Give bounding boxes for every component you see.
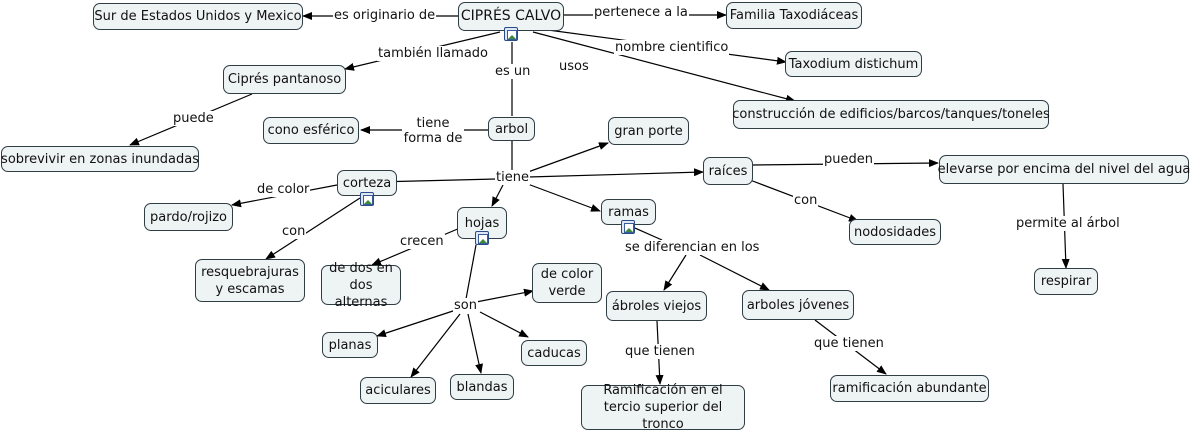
- image-attachment-icon[interactable]: [475, 231, 489, 245]
- label-tambien-llamado: también llamado: [377, 46, 489, 61]
- image-attachment-icon[interactable]: [360, 192, 374, 206]
- node-aciculares[interactable]: aciculares: [360, 377, 436, 404]
- label-tiene-forma-de: tiene forma de: [402, 116, 464, 146]
- edge-tiene-raices: [527, 168, 704, 178]
- label-son: son: [453, 298, 478, 313]
- node-abroles-viejos[interactable]: ábroles viejos: [606, 291, 707, 321]
- edge-corteza-resq: [265, 197, 361, 260]
- node-taxodium[interactable]: Taxodium distichum: [785, 51, 922, 77]
- edge-tiene-hojas: [491, 184, 504, 207]
- node-raices[interactable]: raíces: [703, 157, 753, 185]
- label-con-corteza: con: [281, 224, 307, 239]
- edge-cipres-construccion: [532, 31, 796, 103]
- node-ramas[interactable]: ramas: [601, 199, 656, 225]
- edge-sediferencian-viejos: [663, 254, 687, 291]
- label-pertenece-a-la: pertenece a la: [593, 5, 689, 20]
- label-con-raices: con: [793, 193, 819, 208]
- node-sobrevivir[interactable]: sobrevivir en zonas inundadas: [1, 146, 199, 172]
- node-respirar[interactable]: respirar: [1034, 268, 1098, 295]
- edge-son-blandas: [467, 313, 483, 374]
- edge-sediferencian-jovenes: [699, 254, 770, 291]
- node-caducas[interactable]: caducas: [521, 340, 587, 366]
- node-elevarse[interactable]: elevarse por encima del nivel del agua: [938, 155, 1190, 184]
- label-puede: puede: [172, 111, 215, 126]
- edge-hojas-son: [465, 244, 477, 300]
- label-tiene: tiene: [495, 170, 530, 185]
- node-cipres-calvo[interactable]: CIPRÉS CALVO: [458, 2, 564, 31]
- image-attachment-icon[interactable]: [621, 220, 635, 234]
- node-planas[interactable]: planas: [322, 332, 378, 358]
- label-nombre-cientifico: nombre cientifico: [614, 40, 730, 55]
- label-usos: usos: [558, 59, 590, 74]
- edge-son-caducas: [479, 311, 529, 338]
- label-que-tienen-2: que tienen: [813, 336, 885, 351]
- node-dos-en-dos[interactable]: de dos en dos alternas: [321, 261, 401, 310]
- node-cono[interactable]: cono esférico: [263, 117, 359, 144]
- image-attachment-icon[interactable]: [504, 27, 518, 41]
- node-blandas[interactable]: blandas: [450, 374, 514, 400]
- node-ramificacion-tercio[interactable]: Ramificación en el tercio superior del t…: [581, 383, 745, 432]
- node-arboles-jovenes[interactable]: arboles jóvenes: [742, 290, 854, 320]
- node-familia[interactable]: Familia Taxodiáceas: [726, 2, 862, 29]
- label-pueden: pueden: [823, 152, 874, 167]
- node-arbol[interactable]: arbol: [488, 117, 535, 141]
- node-sur-eeuu[interactable]: Sur de Estados Unidos y Mexico: [93, 3, 303, 30]
- label-se-diferencian: se diferencian en los: [624, 240, 761, 255]
- label-es-originario-de: es originario de: [333, 8, 437, 23]
- node-ramificacion-abundante[interactable]: ramificación abundante: [830, 375, 989, 402]
- edge-son-planas: [376, 309, 457, 337]
- node-nodosidades[interactable]: nodosidades: [849, 219, 941, 245]
- node-color-verde[interactable]: de color verde: [532, 263, 602, 303]
- node-gran-porte[interactable]: gran porte: [608, 117, 689, 145]
- edge-tiene-granporte: [527, 142, 609, 173]
- node-pardo[interactable]: pardo/rojizo: [144, 203, 233, 231]
- label-es-un: es un: [494, 64, 532, 79]
- edge-tiene-ramas: [524, 182, 601, 212]
- edge-son-verde: [475, 288, 534, 303]
- node-cipres-pantanoso[interactable]: Ciprés pantanoso: [223, 65, 346, 94]
- label-crecen: crecen: [399, 234, 445, 249]
- node-construccion[interactable]: construcción de edificios/barcos/tanques…: [732, 100, 1050, 129]
- node-resquebrajuras[interactable]: resquebrajuras y escamas: [195, 259, 305, 302]
- label-que-tienen-1: que tienen: [624, 344, 696, 359]
- label-de-color: de color: [256, 182, 311, 197]
- edge-son-aciculares: [410, 313, 461, 378]
- label-permite-al-arbol: permite al árbol: [1015, 216, 1121, 231]
